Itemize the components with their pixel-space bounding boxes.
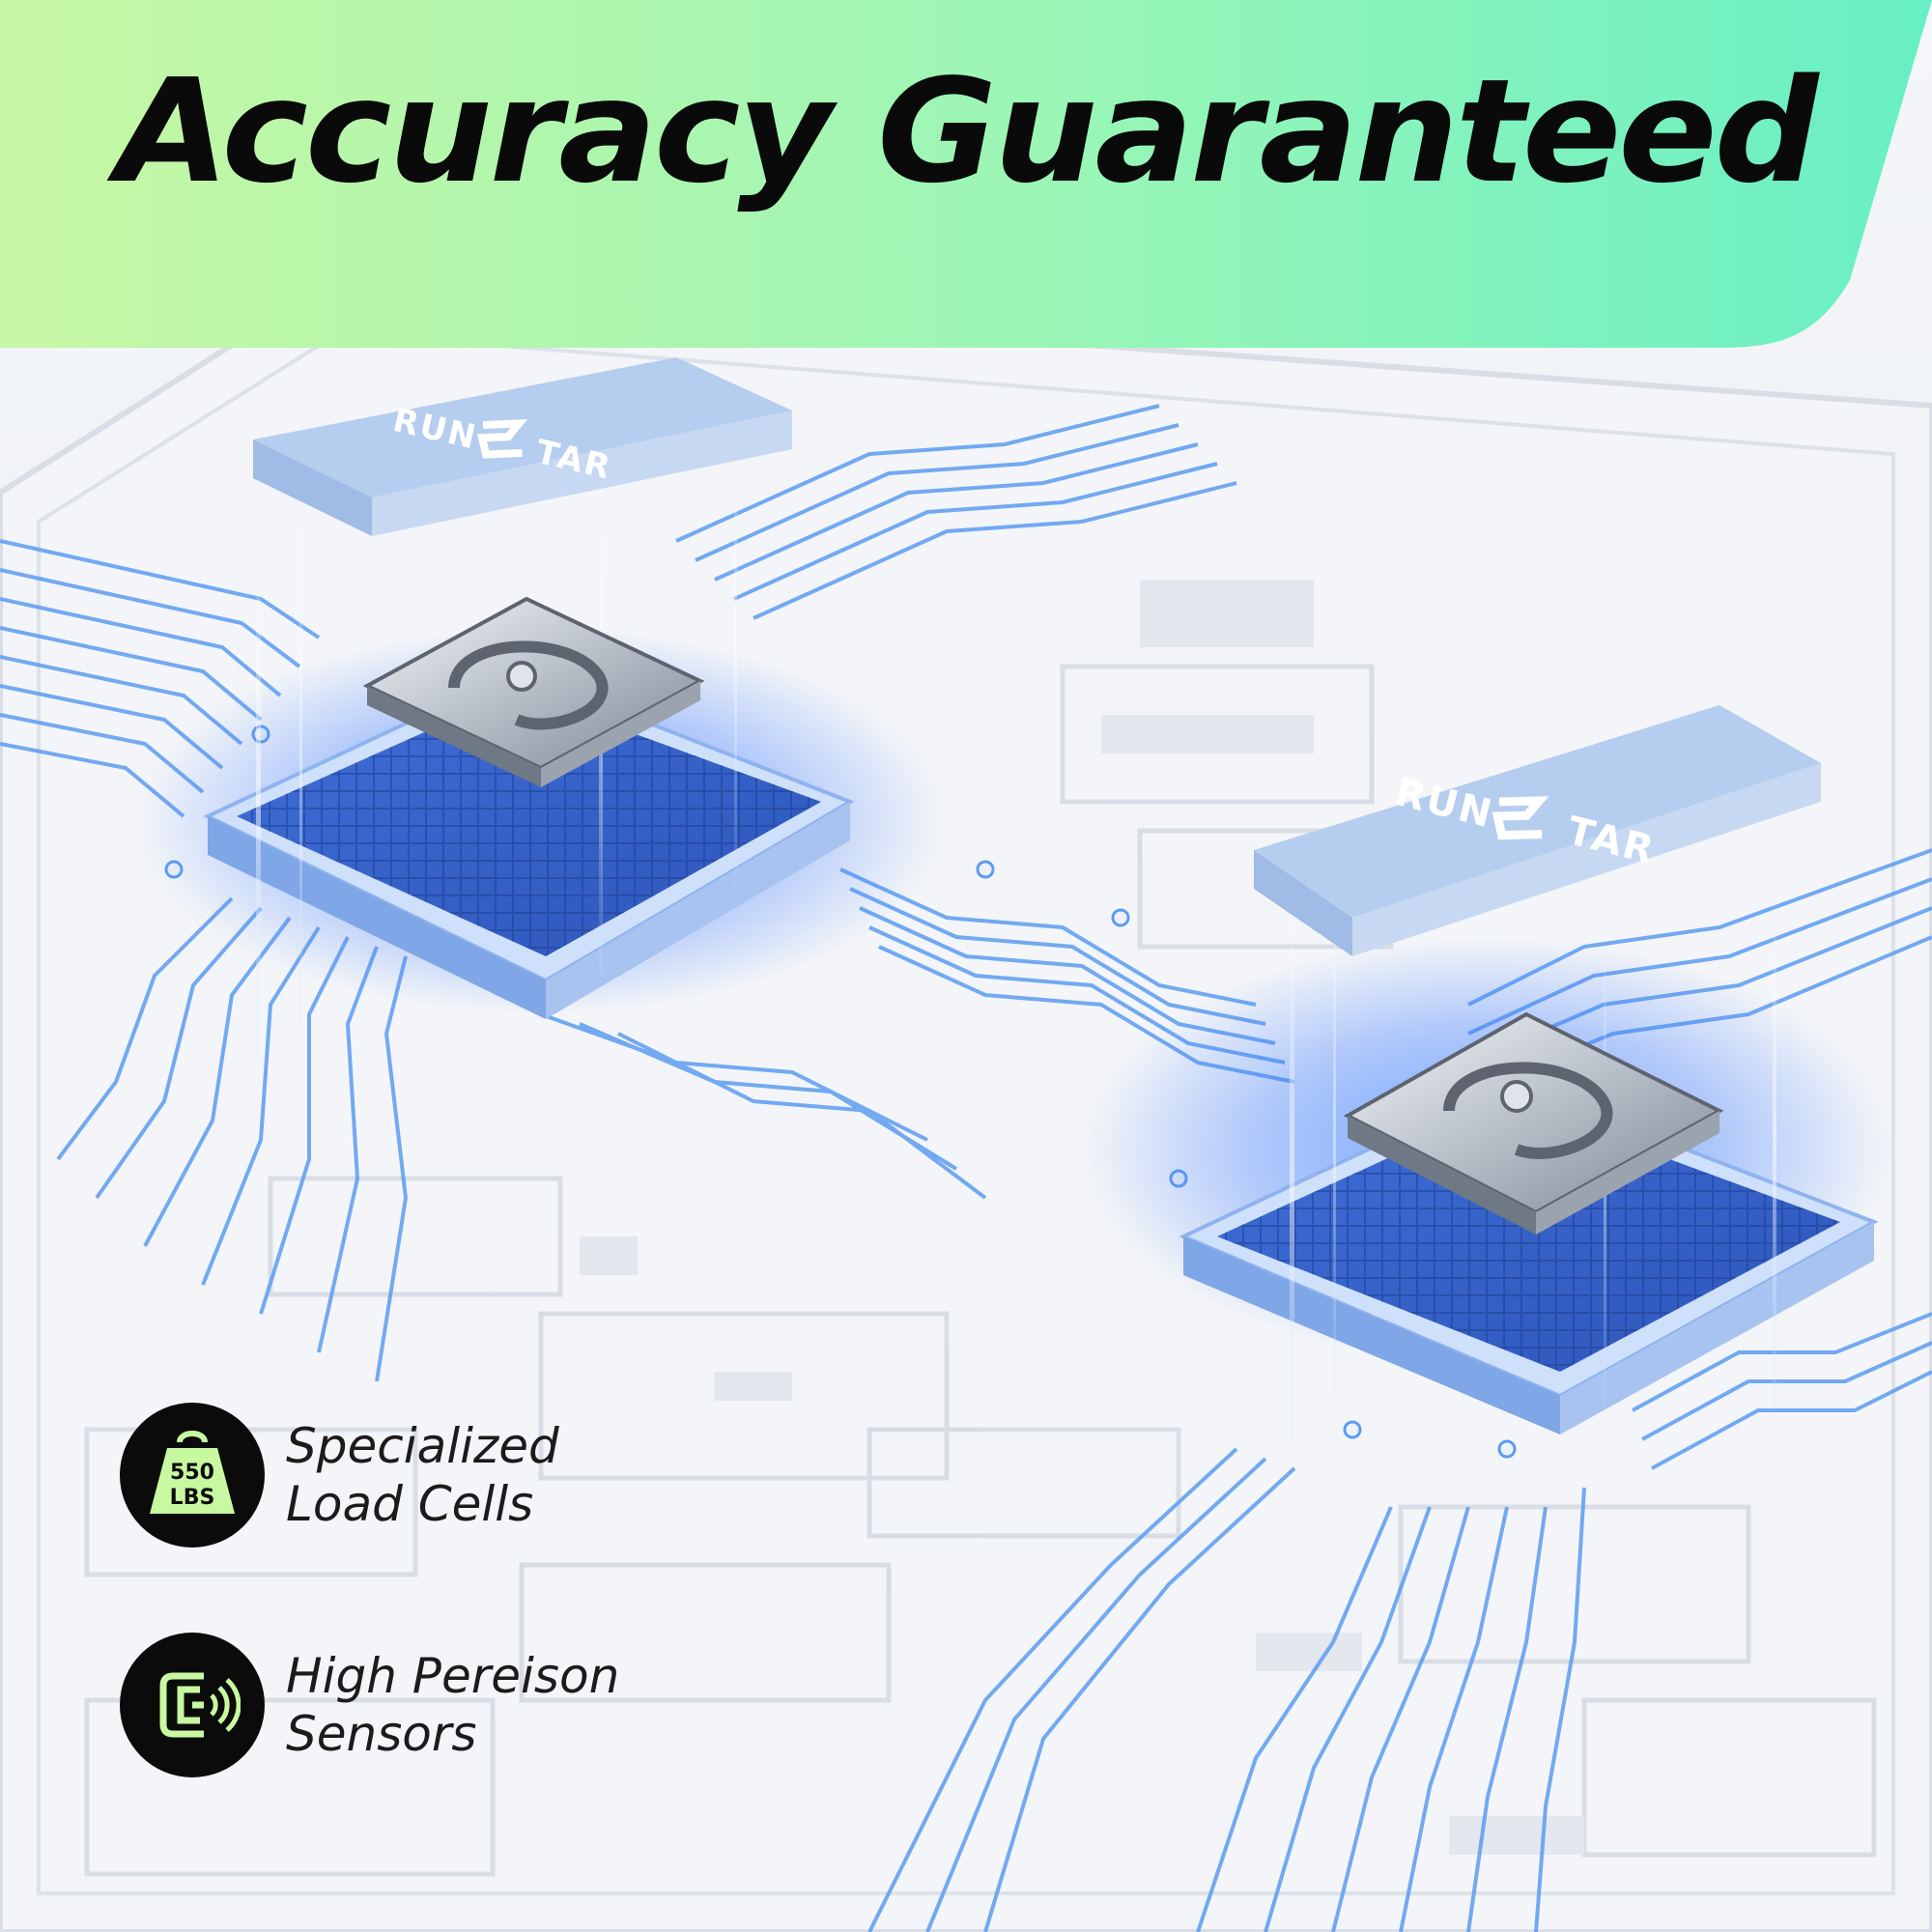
page-title: Accuracy Guaranteed [116, 48, 1818, 214]
weight-bag-icon: 550 LBS [150, 1431, 235, 1514]
chip-2: RUN TAR [1179, 705, 1879, 1439]
feature-line-1: Specialized [286, 1418, 559, 1474]
feature-sensors: High Pereison Sensors [120, 1633, 619, 1777]
headline-banner [0, 0, 1932, 348]
chip-1-logo-icon [476, 418, 528, 459]
feature-label-sensors: High Pereison Sensors [286, 1647, 619, 1763]
chip-2-logo-icon [1492, 796, 1549, 840]
badge-weight-unit: LBS [170, 1486, 215, 1510]
badge-weight-number: 550 [170, 1461, 214, 1485]
feature-label-load-cells: Specialized Load Cells [286, 1417, 559, 1533]
feature-line-1: High Pereison [286, 1648, 620, 1704]
weight-bag-badge: 550 LBS [120, 1403, 265, 1548]
chip-1: RUN TAR [203, 357, 855, 1063]
sensor-signal-icon [159, 1672, 241, 1738]
feature-line-2: Sensors [286, 1706, 477, 1762]
sensor-badge [120, 1633, 265, 1777]
feature-load-cells: 550 LBS Specialized Load Cells [120, 1403, 559, 1548]
feature-line-2: Load Cells [286, 1476, 534, 1532]
